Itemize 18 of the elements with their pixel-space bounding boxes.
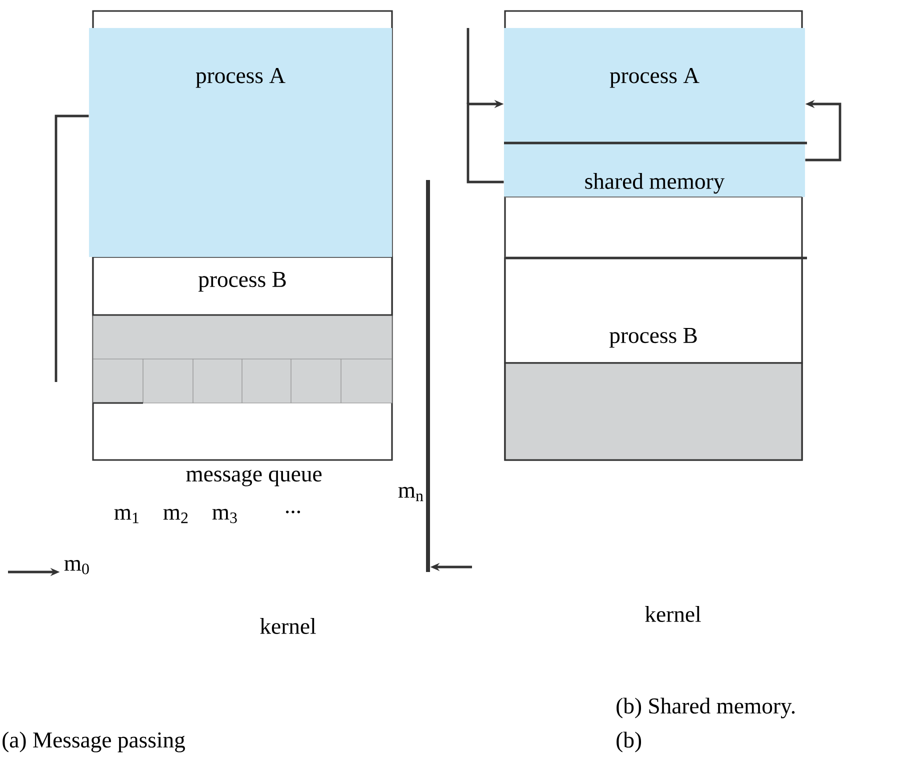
caption-text: message queue <box>186 470 322 486</box>
message-label: m$_{3}$ <box>212 508 237 524</box>
arrow <box>466 100 504 184</box>
message-label: m$_{n}$ <box>398 486 424 502</box>
process-box: process B <box>504 257 803 364</box>
message-label: m$_{1}$ <box>114 508 138 524</box>
ellipsis: ... <box>286 510 300 514</box>
caption-text: (b) <box>616 732 642 752</box>
caption-text: (a) Message passing <box>2 732 185 752</box>
process-box: process B <box>92 256 393 316</box>
memory-region <box>504 362 803 461</box>
caption-text: (b) Shared memory. <box>616 698 795 718</box>
region-label: kernel <box>645 606 701 622</box>
region-label: kernel <box>260 618 316 634</box>
message-label: m$_{0}$ <box>64 560 89 574</box>
process-box: process A <box>89 28 392 257</box>
message-label: m$_{2}$ <box>163 508 188 524</box>
shared-memory-box: shared memory <box>504 143 805 197</box>
